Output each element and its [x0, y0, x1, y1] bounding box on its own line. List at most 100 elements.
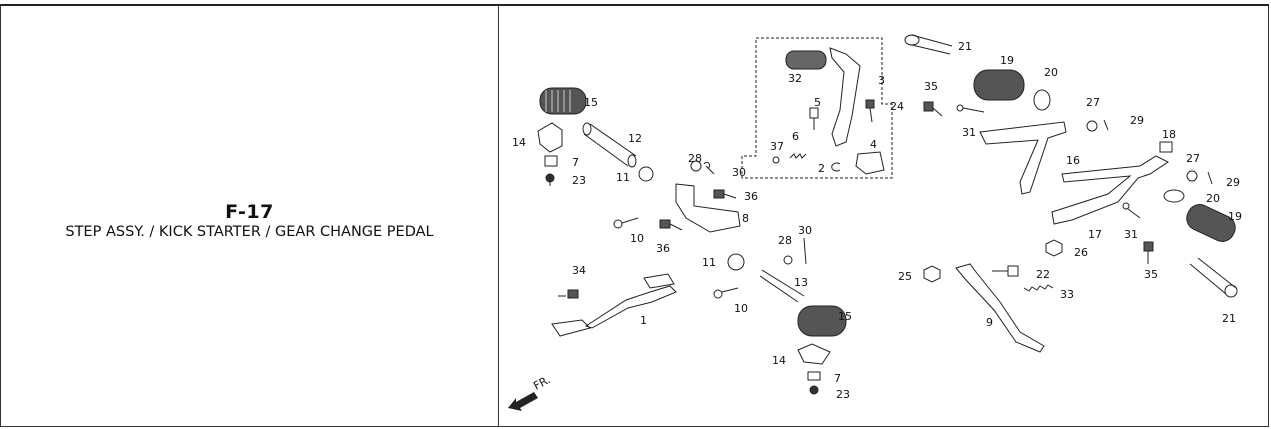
callout-10-lower: 10 — [734, 302, 748, 315]
callout-32: 32 — [788, 72, 802, 85]
part-30-pin-top — [703, 161, 715, 175]
callout-16: 16 — [1066, 154, 1080, 167]
callout-21-lower: 21 — [1222, 312, 1236, 325]
exploded-parts-diagram: FR. 21 19 20 32 3 35 24 27 29 5 31 15 12… — [500, 6, 1268, 426]
callout-1: 1 — [640, 314, 647, 327]
callout-7-lower: 7 — [834, 372, 841, 385]
callout-19-lower: 19 — [1228, 210, 1242, 223]
callout-11-lower: 11 — [702, 256, 716, 269]
part-26-nut — [1045, 239, 1063, 257]
part-2-clip — [831, 162, 841, 172]
callout-20-lower: 20 — [1206, 192, 1220, 205]
callout-23-top: 23 — [572, 174, 586, 187]
callout-6: 6 — [792, 130, 799, 143]
part-31-pin-lower — [1122, 202, 1141, 219]
part-18-cap — [1159, 141, 1173, 153]
callout-36-lower: 36 — [656, 242, 670, 255]
callout-25: 25 — [898, 270, 912, 283]
part-31-pin-top — [956, 104, 985, 113]
part-12-step-bar — [582, 122, 637, 168]
callout-27-lower: 27 — [1186, 152, 1200, 165]
section-header-panel: F-17 STEP ASSY. / KICK STARTER / GEAR CH… — [1, 6, 499, 426]
callout-17: 17 — [1088, 228, 1102, 241]
part-19-footpeg-rubber-top — [973, 69, 1025, 101]
callout-29-lower: 29 — [1226, 176, 1240, 189]
callout-11-top: 11 — [616, 171, 630, 184]
section-title: STEP ASSY. / KICK STARTER / GEAR CHANGE … — [65, 224, 434, 240]
part-21-pin-lower — [1189, 257, 1238, 298]
part-32-kick-rubber — [785, 50, 827, 70]
part-8-step-bracket — [675, 183, 741, 233]
callout-20-top: 20 — [1044, 66, 1058, 79]
part-1-brake-pedal — [551, 273, 677, 337]
part-20-washer-lower — [1163, 189, 1185, 203]
part-10-pin-lower — [713, 287, 739, 299]
callout-28-lower: 28 — [778, 234, 792, 247]
part-30-pin-lower — [803, 237, 807, 265]
callout-30-lower: 30 — [798, 224, 812, 237]
callout-31-top: 31 — [962, 126, 976, 139]
part-35-bolt-lower — [1143, 241, 1154, 264]
callout-3: 3 — [878, 74, 885, 87]
part-35-bolt-top — [923, 101, 943, 117]
callout-9: 9 — [986, 316, 993, 329]
part-36-bolt-top — [713, 189, 737, 199]
part-10-pin-top — [613, 217, 639, 229]
callout-14-lower: 14 — [772, 354, 786, 367]
part-20-washer-top — [1033, 89, 1051, 111]
part-27-nut-top — [1086, 120, 1098, 132]
part-14-bracket-lower — [797, 343, 831, 365]
part-27-nut-lower — [1186, 170, 1198, 182]
part-28-washer-top — [690, 160, 702, 172]
callout-7-top: 7 — [572, 156, 579, 169]
part-17-gear-change-pedal — [1051, 155, 1169, 225]
callout-22: 22 — [1036, 268, 1050, 281]
part-23-bolt-lower — [809, 385, 819, 395]
part-15-footpeg-rubber-lower — [797, 305, 847, 337]
part-34-bolt — [558, 289, 579, 299]
part-16-linkage — [979, 121, 1067, 195]
part-19-footpeg-rubber-lower — [1186, 204, 1236, 242]
callout-23-lower: 23 — [836, 388, 850, 401]
callout-13: 13 — [794, 276, 808, 289]
part-28-washer-lower — [783, 255, 793, 265]
part-14-bracket-left — [537, 122, 563, 153]
callout-34: 34 — [572, 264, 586, 277]
callout-30-top: 30 — [732, 166, 746, 179]
part-5-pin — [809, 107, 819, 130]
callout-8: 8 — [742, 212, 749, 225]
part-7-collar-left — [544, 155, 558, 167]
callout-29-top: 29 — [1130, 114, 1144, 127]
part-7-collar-lower — [807, 371, 821, 381]
callout-36-top: 36 — [744, 190, 758, 203]
part-29-pin-top — [1103, 119, 1109, 131]
part-29-pin-lower — [1207, 171, 1213, 185]
parts-diagram-svg: FR. 21 19 20 32 3 35 24 27 29 5 31 15 12… — [508, 34, 1242, 411]
part-37-ball — [772, 156, 780, 164]
direction-label: FR. — [531, 373, 552, 392]
section-code: F-17 — [225, 201, 274, 223]
part-11-washer-top — [638, 166, 654, 182]
callout-28-top: 28 — [688, 152, 702, 165]
callout-4: 4 — [870, 138, 877, 151]
callout-12: 12 — [628, 132, 642, 145]
callout-24: 24 — [890, 100, 904, 113]
part-3-kick-starter-arm — [829, 47, 861, 147]
callout-33: 33 — [1060, 288, 1074, 301]
part-6-spring — [789, 153, 807, 159]
part-23-bolt-left — [545, 173, 555, 186]
part-11-washer-lower — [727, 253, 745, 271]
part-21-pin-top — [904, 34, 953, 55]
callout-2: 2 — [818, 162, 825, 175]
part-15-footpeg-rubber-left — [539, 87, 587, 115]
callout-19-top: 19 — [1000, 54, 1014, 67]
callout-10-top: 10 — [630, 232, 644, 245]
part-36-bolt-lower — [659, 219, 683, 231]
part-13-step-bar — [759, 269, 805, 303]
callout-18: 18 — [1162, 128, 1176, 141]
callout-37: 37 — [770, 140, 784, 153]
part-4-joint — [855, 151, 885, 175]
callout-21-top: 21 — [958, 40, 972, 53]
kick-starter-group-box — [741, 37, 893, 179]
catalog-frame: F-17 STEP ASSY. / KICK STARTER / GEAR CH… — [0, 4, 1269, 427]
